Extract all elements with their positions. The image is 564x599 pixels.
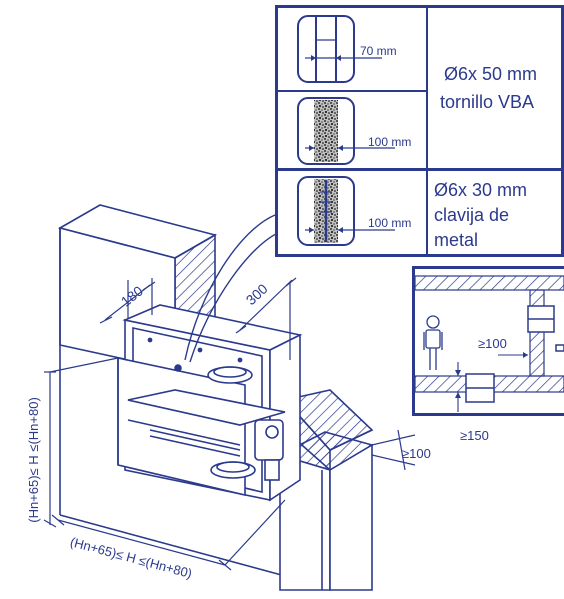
row3-dim-label: 100 mm [368, 216, 411, 230]
screw-profile-icon [297, 15, 382, 83]
dim-side-clearance-label: ≥100 [402, 446, 431, 461]
row3-fastener-spec: Ø6x 30 mm [434, 180, 527, 200]
row3-fastener-type-2: metal [434, 230, 478, 250]
dim-side-clearance [371, 429, 416, 471]
fastener-legend: 70 mm 100 mm 100 mm Ø6x 50 mm torn [275, 5, 564, 257]
row1-fastener-spec: Ø6x 50 mm [444, 64, 537, 84]
installation-inset [412, 266, 564, 416]
inset-dimensions [455, 352, 528, 412]
inset-gap-horizontal-label: ≥100 [478, 336, 507, 351]
dim-height [43, 357, 119, 528]
dim-depth-180 [99, 278, 156, 324]
damper-icon [465, 373, 495, 403]
front-pillar [277, 431, 375, 591]
anchor-wall-icon [297, 176, 395, 246]
callout-leader [184, 214, 276, 361]
person-icon [423, 315, 443, 370]
inset-gap-vertical-label: ≥150 [460, 428, 489, 443]
main-drawing [43, 204, 416, 591]
damper-icon [527, 305, 564, 352]
block-wall-icon [297, 97, 395, 165]
dim-width-label: (Hn+65)≤ H ≤(Hn+80) [69, 534, 194, 581]
dim-width [51, 499, 286, 571]
row1-fastener-type: tornillo VBA [440, 92, 534, 112]
dim-offset-300 [235, 277, 297, 360]
damper-unit [117, 304, 303, 502]
row3-fastener-type-1: clavija de [434, 205, 509, 225]
row1-dim-label: 70 mm [360, 44, 397, 58]
row2-dim-label: 100 mm [368, 135, 411, 149]
dim-height-label: (Hn+65)≤ H ≤(Hn+80) [26, 397, 41, 523]
